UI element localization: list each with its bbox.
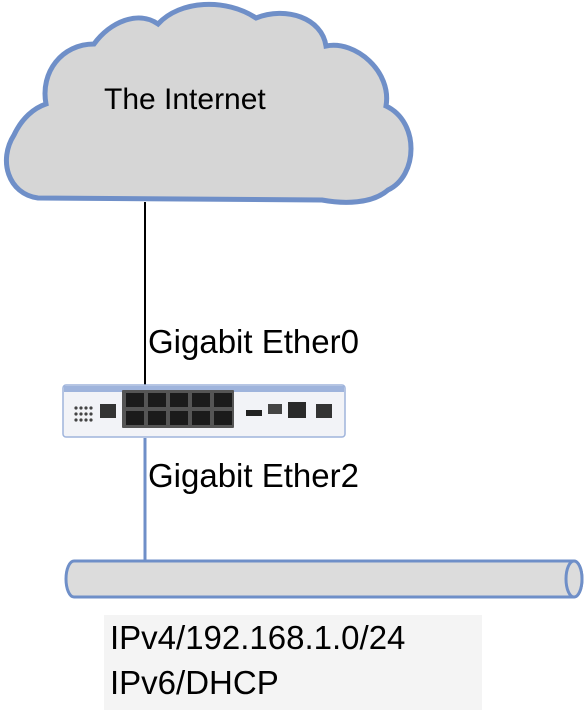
network-info-block — [104, 615, 482, 710]
wan-port-icon — [288, 402, 306, 418]
ethernet-port-slots — [126, 393, 232, 425]
vent-grid-icon — [74, 406, 93, 422]
network-segment-pipe — [64, 559, 584, 599]
downstream-port-label: Gigabit Ether2 — [148, 457, 359, 494]
usb-port-icon — [246, 410, 262, 416]
router-device — [62, 384, 346, 438]
upstream-port-label: Gigabit Ether0 — [148, 323, 359, 360]
pipe-body — [64, 559, 584, 599]
console-port-icon — [100, 404, 116, 418]
ipv4-label: IPv4/192.168.1.0/24 — [110, 619, 406, 656]
router-trim — [64, 386, 344, 392]
cloud-label: The Internet — [104, 83, 266, 116]
sfp-port-icon — [268, 404, 282, 414]
phone-port-icon — [316, 404, 332, 418]
ipv6-label: IPv6/DHCP — [110, 664, 279, 701]
internet-cloud — [3, 1, 414, 205]
pipe-end — [564, 559, 584, 599]
